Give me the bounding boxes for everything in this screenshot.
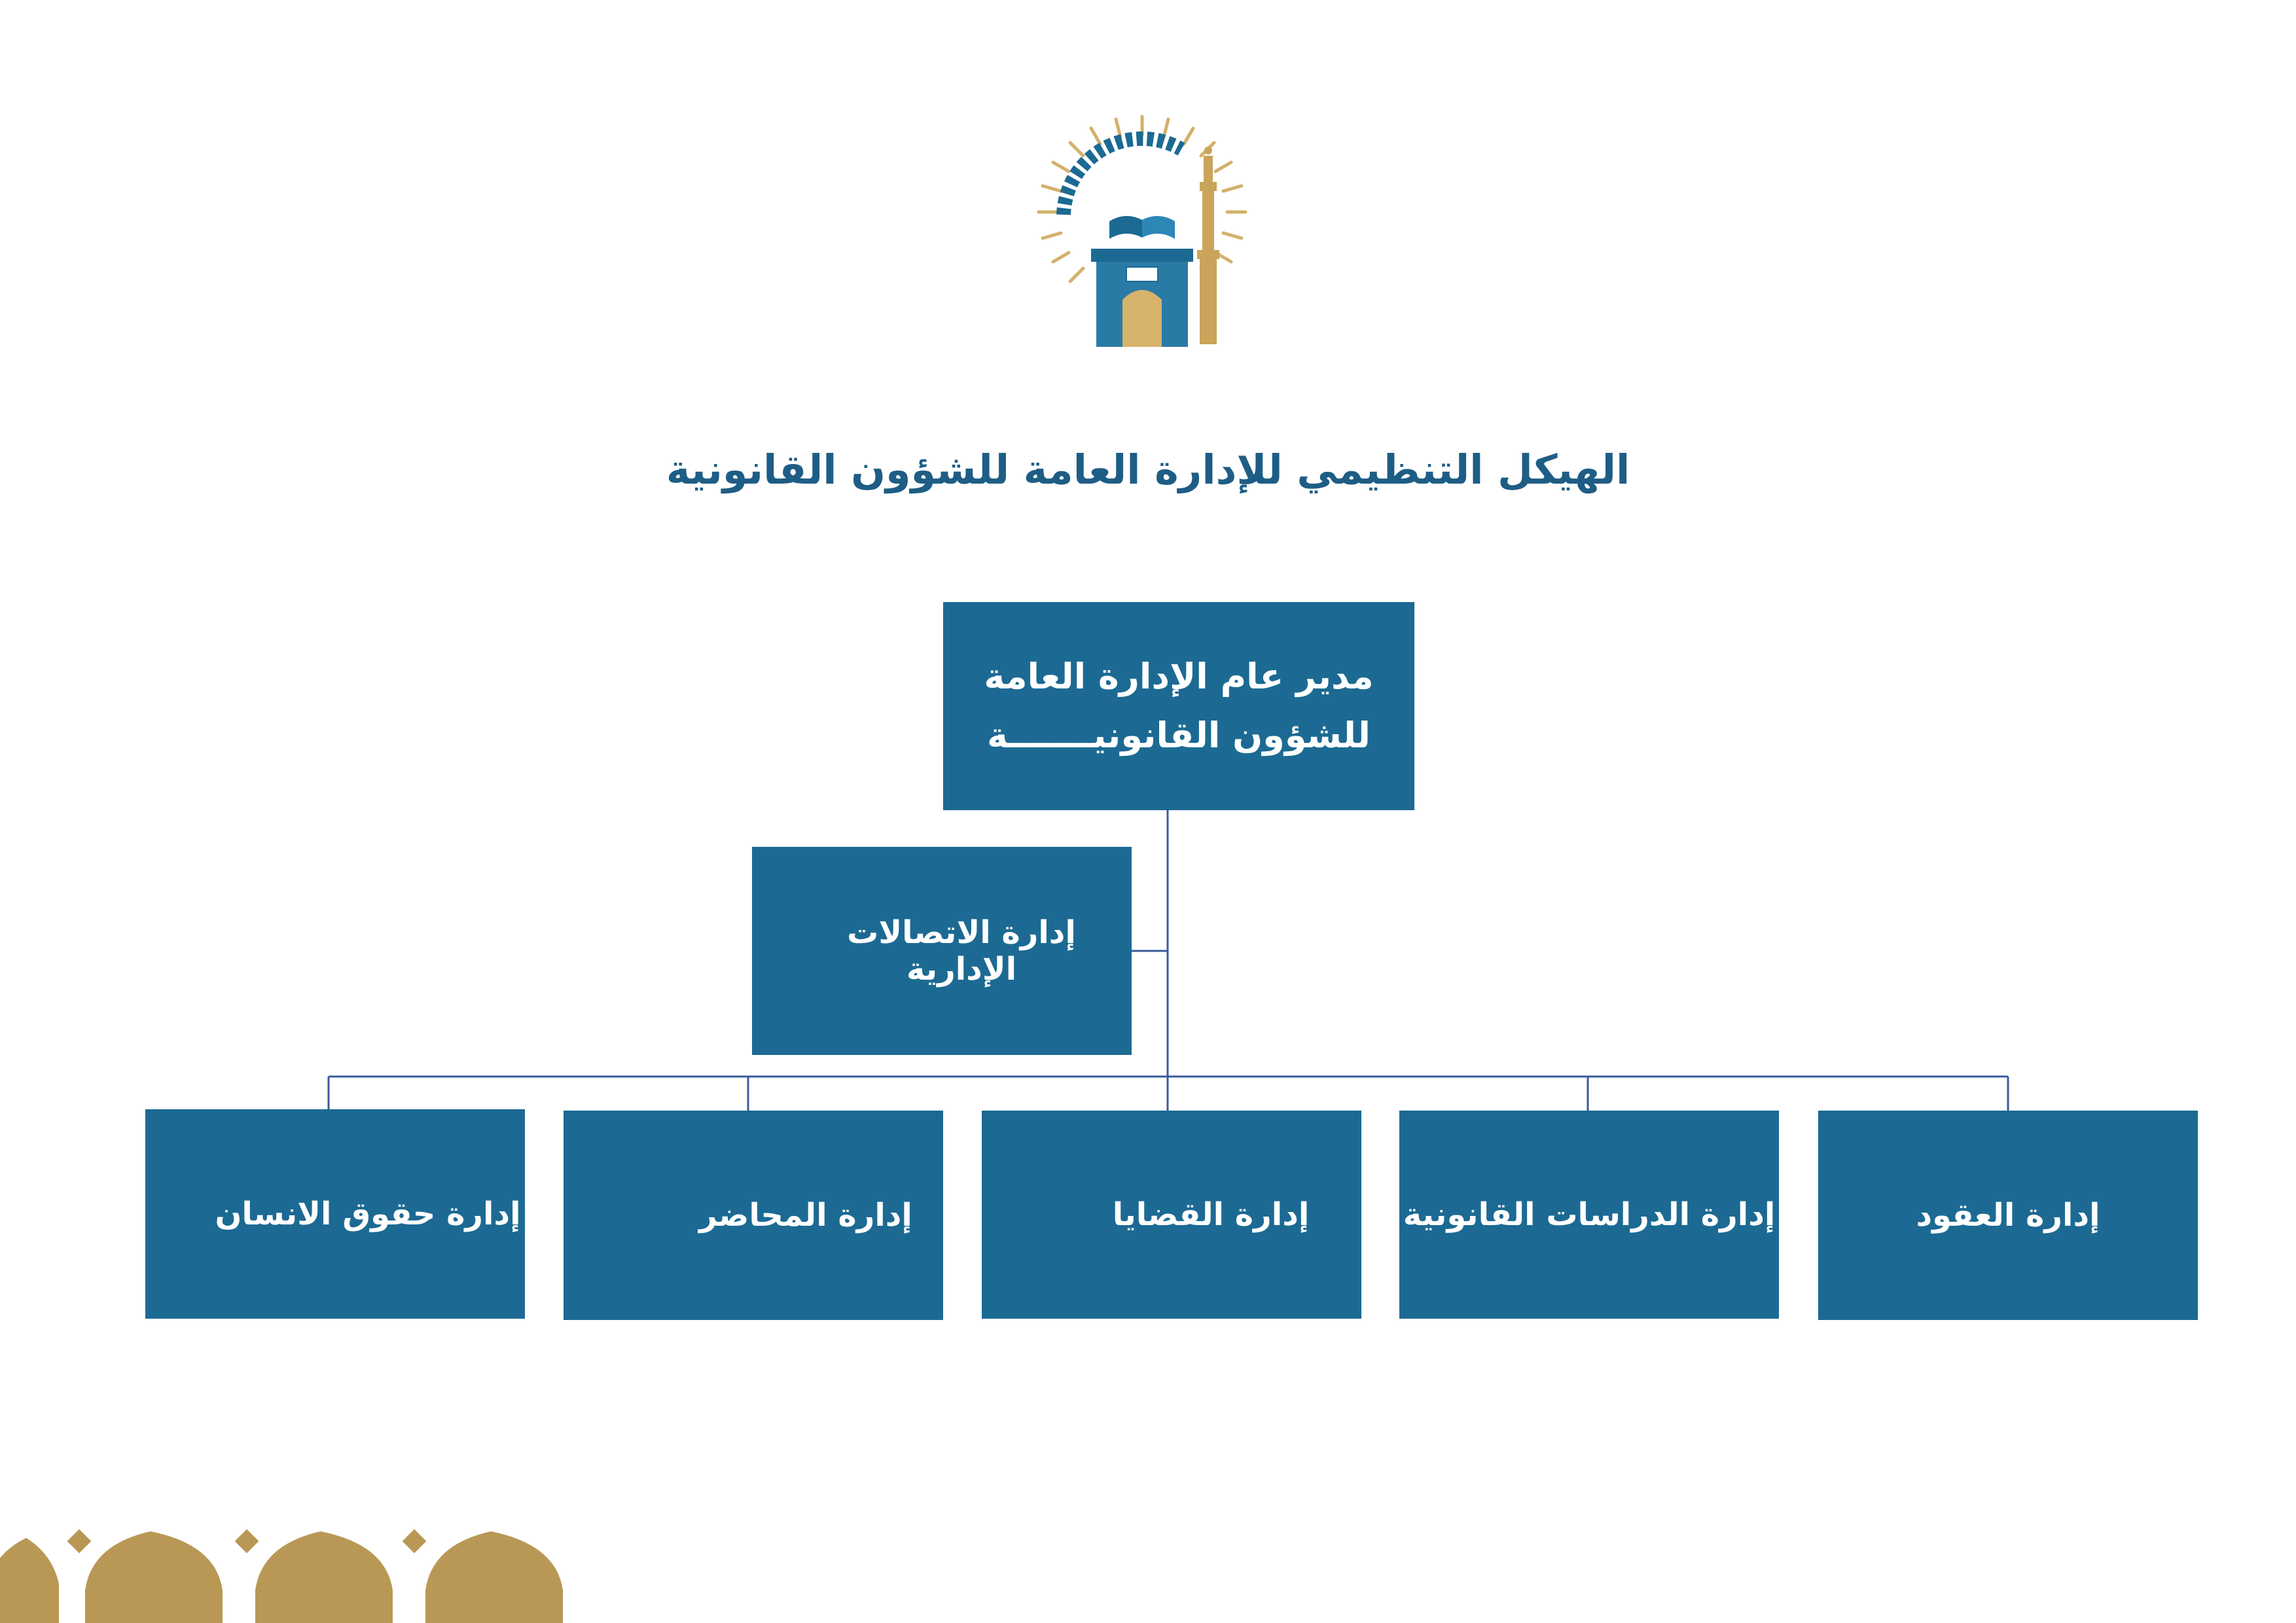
legal-studies-dept-label: إدارة الدراسات القانونية [1403, 1196, 1776, 1233]
dome-pattern-decoration [0, 1529, 563, 1623]
human-rights-dept-box: إدارة حقوق الانسان [145, 1109, 525, 1319]
human-rights-dept-label: إدارة حقوق الانسان [215, 1196, 521, 1232]
cases-dept-label: إدارة القضايا [1112, 1196, 1310, 1233]
legal-studies-dept-box: إدارة الدراسات القانونية [1399, 1111, 1779, 1319]
diamond-icon [402, 1529, 427, 1554]
dome-icon [425, 1531, 563, 1623]
contracts-dept-box: إدارة العقود [1818, 1111, 2198, 1320]
calligraphy-arc-icon [1056, 131, 1185, 215]
admin-communications-label: إدارة الاتصالات الإدارية [847, 914, 1076, 988]
gate-building-icon [1091, 249, 1193, 347]
contracts-dept-label: إدارة العقود [1916, 1197, 2100, 1234]
open-book-icon [1109, 215, 1175, 239]
dome-icon [255, 1531, 393, 1623]
diamond-icon [234, 1529, 259, 1554]
director-title-line1: مدير عام الإدارة العامة [984, 656, 1374, 697]
sun-rays-icon [1037, 115, 1247, 283]
admin-communications-box: إدارة الاتصالات الإدارية [752, 847, 1132, 1055]
cases-dept-box: إدارة القضايا [982, 1111, 1361, 1319]
diamond-icon [67, 1529, 92, 1554]
minutes-dept-label: إدارة المحاضر [699, 1197, 912, 1234]
chart-title: الهيكل التنظيمي للإدارة العامة للشؤون ال… [666, 446, 1630, 493]
director-title-line2: للشؤون القانونيـــــــة [987, 715, 1371, 756]
minaret-icon [1197, 147, 1219, 344]
dome-icon [85, 1531, 223, 1623]
dome-icon [0, 1538, 59, 1623]
institution-logo [1037, 115, 1247, 347]
director-box: مدير عام الإدارة العامة للشؤون القانونيـ… [943, 602, 1414, 810]
minutes-dept-box: إدارة المحاضر [564, 1111, 943, 1320]
